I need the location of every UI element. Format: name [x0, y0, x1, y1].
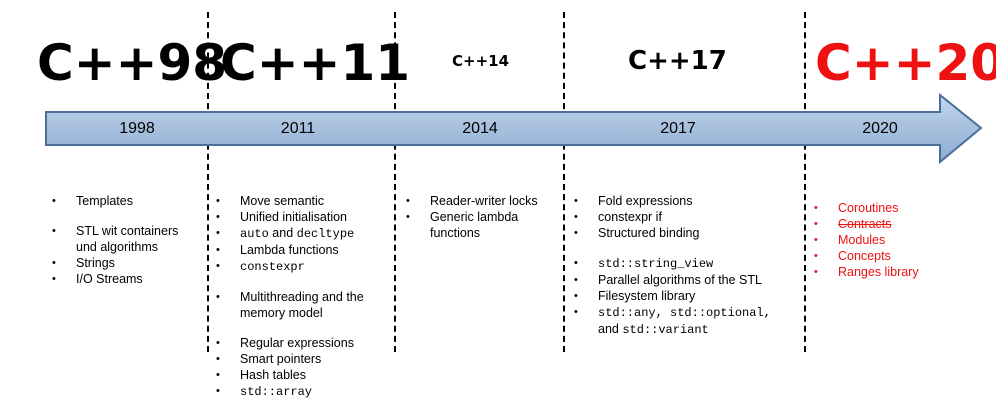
feature-item: und algorithms: [44, 239, 178, 255]
feature-item: and std::variant: [566, 321, 771, 338]
feature-text: Coroutines: [838, 201, 899, 215]
feature-item: I/O Streams: [44, 271, 178, 287]
feature-text: Templates: [76, 194, 133, 208]
feature-item: Smart pointers: [208, 351, 364, 367]
feature-text: Hash tables: [240, 368, 307, 382]
feature-item: Multithreading and the: [208, 289, 364, 305]
year-label-2017: 2017: [660, 120, 696, 137]
feature-text: std::any, std::optional,: [598, 306, 771, 320]
feature-text: Parallel algorithms of the STL: [598, 273, 762, 287]
feature-item: Modules: [806, 232, 919, 248]
feature-text: Strings: [76, 256, 115, 270]
version-heading-cpp11: C++11: [220, 34, 411, 92]
era-divider-2: [394, 12, 396, 352]
year-label-1998: 1998: [119, 120, 155, 137]
feature-text: and: [598, 322, 623, 336]
feature-text: und algorithms: [76, 240, 158, 254]
feature-text: Reader-writer locks: [430, 194, 538, 208]
feature-item: Hash tables: [208, 367, 364, 383]
feature-text: I/O Streams: [76, 272, 143, 286]
feature-list-cpp14: Reader-writer locksGeneric lambda functio…: [398, 193, 538, 241]
version-heading-cpp98: C++98: [37, 34, 228, 92]
feature-text: Contracts: [838, 217, 892, 231]
feature-text: Smart pointers: [240, 352, 322, 366]
feature-item: Filesystem library: [566, 288, 771, 304]
era-divider-1: [207, 12, 209, 352]
feature-item: Structured binding: [566, 225, 771, 241]
feature-text: Modules: [838, 233, 886, 247]
feature-text: Filesystem library: [598, 289, 696, 303]
feature-list-cpp17: Fold expressions constexpr if Structured b…: [566, 193, 771, 338]
feature-list-cpp11: Move semanticUnified initialisationauto …: [208, 193, 364, 400]
feature-text: Move semantic: [240, 194, 325, 208]
feature-item: Concepts: [806, 248, 919, 264]
feature-item: Parallel algorithms of the STL: [566, 272, 771, 288]
feature-text: and: [268, 226, 297, 240]
feature-text: auto: [240, 227, 269, 241]
feature-text: STL wit containers: [76, 224, 179, 238]
feature-item: Reader-writer locks: [398, 193, 538, 209]
list-spacer: [208, 275, 364, 289]
feature-text: constexpr: [240, 260, 305, 274]
feature-text: Unified initialisation: [240, 210, 348, 224]
year-label-2014: 2014: [462, 120, 498, 137]
feature-text: Generic lambda: [430, 210, 519, 224]
feature-item: constexpr: [208, 258, 364, 275]
feature-text: Concepts: [838, 249, 891, 263]
feature-text: std::array: [240, 385, 313, 399]
feature-item: STL wit containers: [44, 223, 178, 239]
feature-list-cpp20: CoroutinesContractsModulesConceptsRanges…: [806, 200, 919, 280]
feature-item: std::string_view: [566, 255, 771, 272]
feature-item: Move semantic: [208, 193, 364, 209]
list-spacer: [44, 209, 178, 223]
feature-item: std::array: [208, 383, 364, 400]
feature-item: memory model: [208, 305, 364, 321]
feature-item: Ranges library: [806, 264, 919, 280]
feature-item: Fold expressions: [566, 193, 771, 209]
feature-text: decltype: [296, 227, 355, 241]
year-label-2011: 2011: [280, 120, 316, 137]
feature-text: Ranges library: [838, 265, 919, 279]
feature-item: Lambda functions: [208, 242, 364, 258]
era-divider-3: [563, 12, 565, 352]
feature-item: Contracts: [806, 216, 919, 232]
feature-text: Fold expressions: [598, 194, 693, 208]
feature-list-cpp98: TemplatesSTL wit containers und algorithm…: [44, 193, 178, 287]
feature-item: Templates: [44, 193, 178, 209]
feature-text: memory model: [240, 306, 323, 320]
version-heading-cpp17: C++17: [628, 46, 727, 76]
version-heading-cpp20: C++20: [815, 34, 996, 92]
feature-item: std::any, std::optional,: [566, 304, 771, 321]
feature-text: std::variant: [622, 323, 709, 337]
feature-item: Coroutines: [806, 200, 919, 216]
feature-text: functions: [430, 226, 481, 240]
era-divider-4: [804, 12, 806, 352]
feature-text: Regular expressions: [240, 336, 354, 350]
feature-text: Structured binding: [598, 226, 700, 240]
feature-text: Lambda functions: [240, 243, 339, 257]
feature-item: Regular expressions: [208, 335, 364, 351]
feature-item: Generic lambda: [398, 209, 538, 225]
feature-text: Multithreading and the: [240, 290, 364, 304]
feature-text: std::string_view: [598, 257, 714, 271]
list-spacer: [566, 241, 771, 255]
feature-item: functions: [398, 225, 538, 241]
feature-item: Strings: [44, 255, 178, 271]
feature-item: constexpr if: [566, 209, 771, 225]
feature-item: Unified initialisation: [208, 209, 364, 225]
feature-item: auto and decltype: [208, 225, 364, 242]
version-heading-cpp14: C++14: [452, 52, 510, 70]
feature-text: constexpr if: [598, 210, 662, 224]
list-spacer: [208, 321, 364, 335]
year-label-2020: 2020: [862, 120, 898, 137]
